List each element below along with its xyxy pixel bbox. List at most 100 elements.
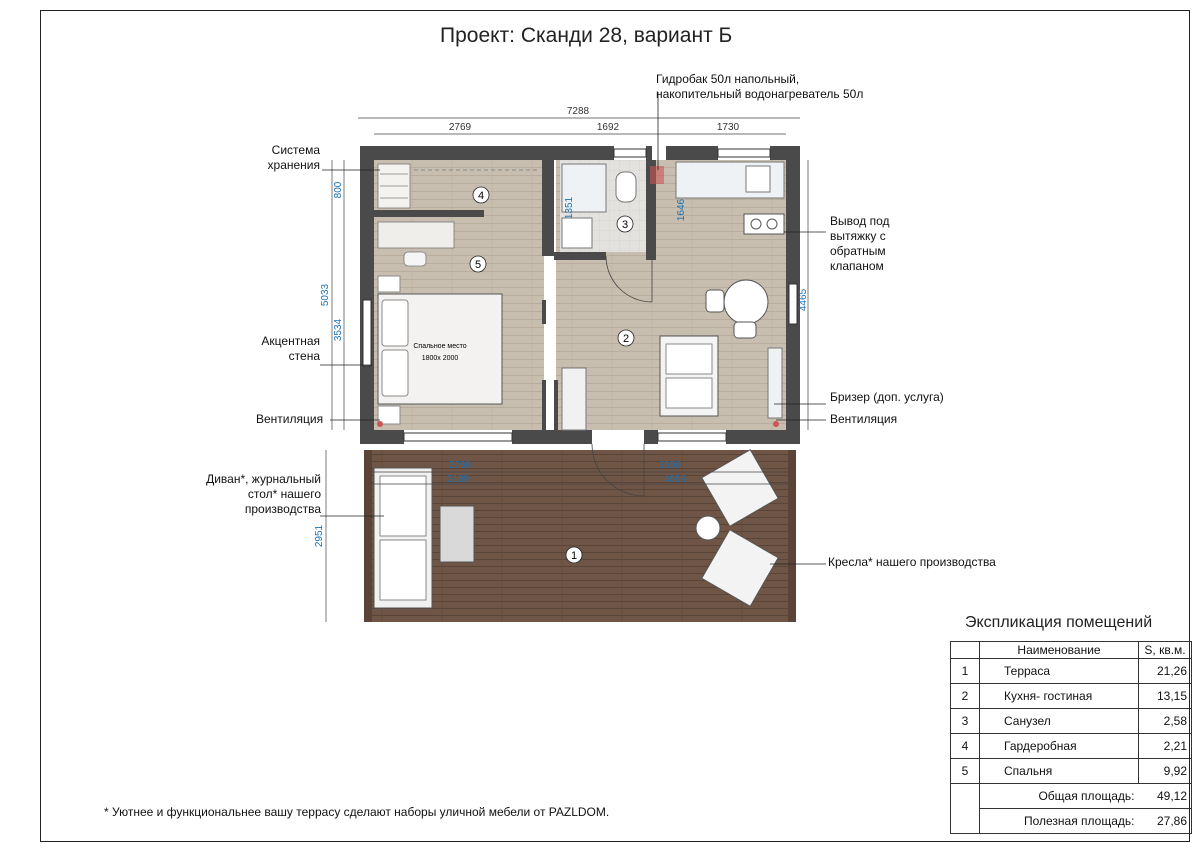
label-tank-line1: Гидробак 50л напольный, xyxy=(656,72,800,86)
dim-bath-width: 1692 xyxy=(597,122,620,133)
bed-label-line2: 1800х 2000 xyxy=(422,355,459,362)
row-name: Санузел xyxy=(979,708,1139,734)
row-name: Гардеробная xyxy=(979,733,1139,759)
dim-terrace-right-lower: 4099 xyxy=(664,474,687,485)
pillow-2 xyxy=(381,349,409,397)
row-area: 13,15 xyxy=(1138,683,1192,709)
label-sofa-line2: стол* нашего xyxy=(247,487,321,501)
nightstand-top xyxy=(377,275,401,293)
row-area: 9,92 xyxy=(1138,758,1192,784)
coffee-table xyxy=(439,505,475,563)
dim-right-height: 4465 xyxy=(798,288,809,311)
entry-door-arc xyxy=(591,443,645,497)
useful-row: Полезная площадь: 27,86 xyxy=(950,808,1192,834)
toilet xyxy=(615,171,637,203)
table-row: 2 Кухня- гостиная 13,15 xyxy=(950,683,1192,709)
room-number-4: 4 xyxy=(478,190,484,202)
label-hood-line4: клапаном xyxy=(830,259,884,273)
room-markers xyxy=(469,186,635,564)
dim-wardrobe-height: 800 xyxy=(333,181,344,198)
dimension-lines xyxy=(325,117,809,622)
dim-bath-a: 1351 xyxy=(564,196,575,219)
row-number: 3 xyxy=(950,708,980,734)
row-area: 2,21 xyxy=(1138,733,1192,759)
total-row: Общая площадь: 49,12 xyxy=(950,783,1192,809)
header-name: Наименование xyxy=(979,641,1139,659)
total-label: Общая площадь: xyxy=(979,783,1139,809)
armchair-2 xyxy=(701,529,779,607)
label-hood-line2: вытяжку с xyxy=(830,229,886,243)
water-tank xyxy=(650,166,664,184)
row-number: 2 xyxy=(950,683,980,709)
label-vent-left: Вентиляция xyxy=(256,412,324,426)
dim-terrace-left-upper: 2769 xyxy=(449,460,472,471)
dim-terrace-left-lower: 3189 xyxy=(447,474,470,485)
row-number: 1 xyxy=(950,658,980,684)
sink xyxy=(745,165,771,193)
shower xyxy=(561,163,607,213)
dim-left-total-height: 5033 xyxy=(320,283,331,306)
row-number: 4 xyxy=(950,733,980,759)
nightstand-bottom xyxy=(377,405,401,425)
terrace-bench-left xyxy=(364,450,372,622)
explication-table: Наименование S, кв.м. 1 Терраса 21,26 2 … xyxy=(950,641,1192,834)
washbasin xyxy=(561,217,593,249)
drawing-frame xyxy=(40,10,1190,842)
row-area: 2,58 xyxy=(1138,708,1192,734)
label-sofa-line3: производства xyxy=(244,502,321,516)
label-sofa-line1: Диван*, журнальный xyxy=(206,472,321,486)
footnote: * Уютнее и функциональнее вашу террасу с… xyxy=(104,805,610,819)
label-storage: Система хранения xyxy=(250,143,320,173)
label-chairs: Кресла* нашего производства xyxy=(828,555,996,569)
header-area: S, кв.м. xyxy=(1138,641,1192,659)
chair-1 xyxy=(705,289,725,313)
table-row: 4 Гардеробная 2,21 xyxy=(950,733,1192,759)
label-storage-line1: Система xyxy=(271,143,320,157)
leader-lines xyxy=(320,92,826,565)
label-breezer: Бризер (доп. услуга) xyxy=(830,390,944,404)
dim-terrace-height: 2951 xyxy=(314,524,325,547)
dim-kitchen-width: 1730 xyxy=(717,122,740,133)
windows xyxy=(362,148,798,442)
dim-left-bedroom-height: 3534 xyxy=(333,318,344,341)
table-row: 1 Терраса 21,26 xyxy=(950,658,1192,684)
dining-table xyxy=(723,279,769,325)
label-accent-line2: стена xyxy=(288,349,320,363)
side-table xyxy=(695,515,721,541)
useful-value: 27,86 xyxy=(1138,808,1192,834)
stool xyxy=(403,251,427,267)
row-name: Спальня xyxy=(979,758,1139,784)
bath-door-arc xyxy=(605,255,653,303)
label-accent-line1: Акцентная xyxy=(261,334,320,348)
page-title: Проект: Сканди 28, вариант Б xyxy=(440,24,733,47)
table-row: 5 Спальня 9,92 xyxy=(950,758,1192,784)
dim-total-width: 7288 xyxy=(567,106,590,117)
hallway-closet xyxy=(561,367,587,431)
label-hood-line1: Вывод под xyxy=(830,214,890,228)
pillow-1 xyxy=(381,299,409,347)
explication-title: Экспликация помещений xyxy=(965,614,1153,631)
dresser xyxy=(377,221,455,249)
row-name: Кухня- гостиная xyxy=(979,683,1139,709)
label-hood-vent: Вывод под вытяжку с обратным клапаном xyxy=(830,214,890,274)
row-number: 5 xyxy=(950,758,980,784)
terrace-bench-right xyxy=(788,450,796,622)
chair-2 xyxy=(733,321,757,339)
room-number-2: 2 xyxy=(623,333,629,345)
dim-bath-b: 1646 xyxy=(676,198,687,221)
table-row: 3 Санузел 2,58 xyxy=(950,708,1192,734)
hob xyxy=(743,213,785,235)
row-area: 21,26 xyxy=(1138,658,1192,684)
label-storage-line2: хранения xyxy=(267,158,320,172)
useful-label: Полезная площадь: xyxy=(979,808,1139,834)
dim-terrace-right-upper: 3659 xyxy=(659,460,682,471)
label-water-tank: Гидробак 50л напольный, накопительный во… xyxy=(656,72,863,102)
label-vent-right: Вентиляция xyxy=(830,412,898,426)
label-accent-wall: Акцентная стена xyxy=(240,334,320,364)
bed-label-line1: Спальное место xyxy=(413,343,466,350)
room-number-1: 1 xyxy=(571,550,577,562)
total-value: 49,12 xyxy=(1138,783,1192,809)
row-name: Терраса xyxy=(979,658,1139,684)
room-number-5: 5 xyxy=(475,259,481,271)
